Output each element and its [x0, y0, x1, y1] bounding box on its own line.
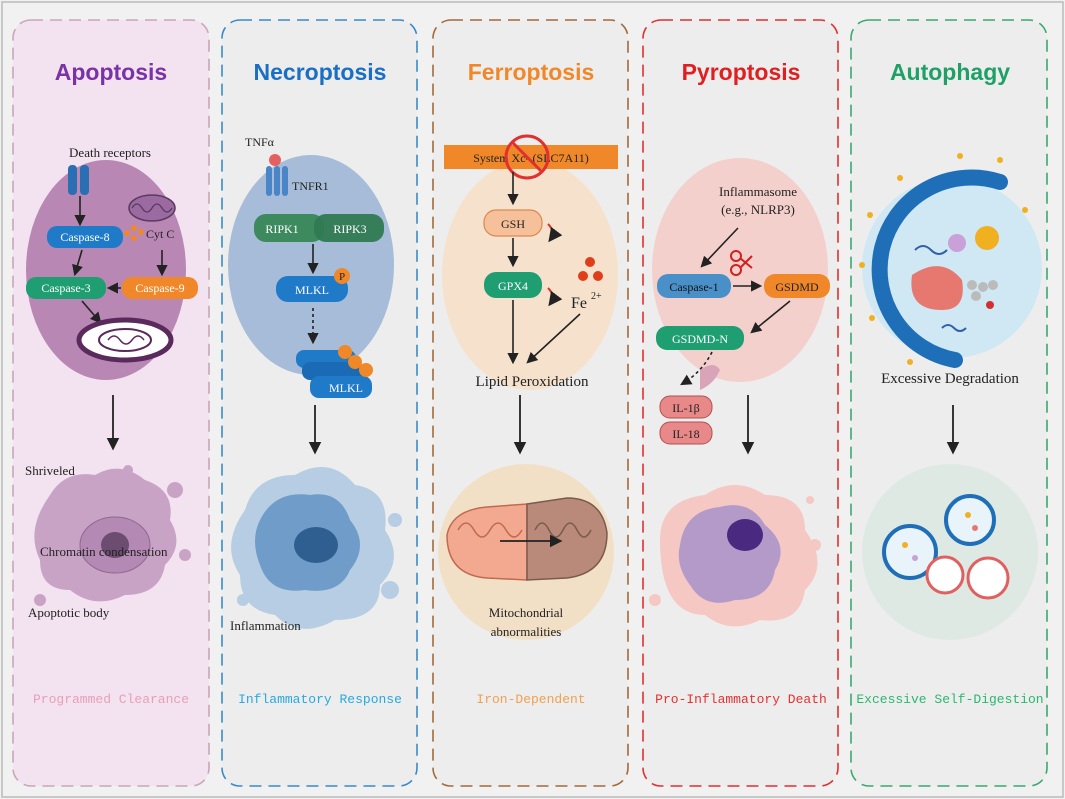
- panel-autophagy-title: Autophagy: [890, 59, 1010, 85]
- box-gsdmd-n: [656, 326, 744, 350]
- box-ripk3: [314, 214, 384, 242]
- label-gsdmd: GSDMD: [775, 280, 819, 294]
- label-tnfa: TNFα: [245, 135, 275, 149]
- label-caspase-8: Caspase-8: [60, 230, 109, 244]
- label-mlkl: MLKL: [295, 283, 329, 297]
- box-caspase-9: [122, 277, 198, 299]
- pyroptotic-cell-icon: [649, 485, 821, 627]
- death-receptor-icon: [68, 165, 89, 195]
- panel-ferroptosis: Ferroptosis System Xc- (SLC7A11) GSH GPX…: [432, 19, 629, 787]
- label-caspase-3: Caspase-3: [41, 281, 90, 295]
- box-caspase-1: [657, 274, 731, 298]
- label-system-xc: System Xc- (SLC7A11): [473, 151, 589, 165]
- arrow-gsdmd-gsdmdn: [750, 300, 791, 334]
- panel-autophagy-footer: Excessive Self-Digestion: [856, 692, 1043, 707]
- box-caspase-3: [26, 277, 106, 299]
- panel-necroptosis: Necroptosis TNFα TNFR1 RIPK1 RIPK3 MLKL …: [221, 19, 418, 787]
- label-inflammasome: Inflammasome: [719, 184, 797, 199]
- box-gsh: [483, 209, 543, 237]
- panel-necroptosis-footer: Inflammatory Response: [238, 692, 402, 707]
- box-gpx4: [484, 272, 542, 298]
- label-il1b: IL-1β: [672, 401, 699, 415]
- label-nlrp3: (e.g., NLRP3): [721, 202, 795, 217]
- label-fe: Fe: [571, 295, 587, 312]
- panel-pyroptosis-title: Pyroptosis: [682, 59, 801, 85]
- tnfr1-receptor-icon: [266, 154, 288, 196]
- box-il1b: [659, 395, 713, 419]
- panel-ferroptosis-title: Ferroptosis: [468, 59, 595, 85]
- label-lipid-peroxidation: Lipid Peroxidation: [476, 374, 589, 390]
- apoptotic-cell-icon: [34, 465, 191, 606]
- label-cyt-c: Cyt C: [146, 227, 174, 241]
- membrane-dots-icon: [859, 153, 1028, 365]
- condensed-nucleus-icon: [76, 317, 174, 363]
- label-apoptotic-body: Apoptotic body: [28, 605, 110, 620]
- box-mlkl: [276, 276, 348, 302]
- decrease-arrow-gsh: [547, 223, 563, 243]
- label-fe-charge: 2+: [591, 291, 602, 302]
- label-tnfr1: TNFR1: [292, 179, 329, 193]
- label-mito-2: abnormalities: [491, 624, 562, 639]
- arrow-casp3-nucleus: [81, 300, 102, 324]
- label-il18: IL-18: [672, 427, 699, 441]
- damaged-mitochondrion-icon: [446, 497, 608, 581]
- label-death-receptors: Death receptors: [69, 145, 151, 160]
- arrow-casp8-casp3: [72, 249, 83, 277]
- phospho-badge-icon: [334, 268, 350, 284]
- panel-apoptosis-footer: Programmed Clearance: [33, 692, 189, 707]
- label-mito-1: Mitochondrial: [489, 605, 564, 620]
- panel-ferroptosis-footer: Iron-Dependent: [476, 692, 585, 707]
- box-caspase-8: [47, 226, 123, 248]
- phagophore-membrane-icon: [871, 169, 1008, 368]
- label-mlkl-oligomer: MLKL: [329, 381, 363, 395]
- panel-pyroptosis: Pyroptosis Inflammasome (e.g., NLRP3) Ca…: [642, 19, 839, 787]
- inhibition-icon: [504, 134, 550, 180]
- label-caspase-9: Caspase-9: [135, 281, 184, 295]
- label-caspase-1: Caspase-1: [669, 280, 718, 294]
- mitochondrion-icon: [128, 194, 176, 222]
- panel-apoptosis-title: Apoptosis: [55, 59, 167, 85]
- scissors-icon: [730, 250, 753, 276]
- label-inflammation: Inflammation: [230, 618, 301, 633]
- arrow-fe-lipid: [526, 313, 581, 364]
- label-p: P: [339, 271, 345, 283]
- label-gpx4: GPX4: [498, 279, 528, 293]
- box-il18: [659, 421, 713, 445]
- label-shriveled: Shriveled: [25, 463, 75, 478]
- label-gsh: GSH: [501, 217, 525, 231]
- box-gsdmd: [764, 274, 830, 298]
- panel-pyroptosis-footer: Pro-Inflammatory Death: [655, 692, 827, 707]
- cargo-icons: [911, 226, 999, 332]
- box-system-xc: [444, 145, 618, 169]
- cyt-c-dots-icon: [124, 225, 144, 241]
- panel-autophagy: Autophagy Excessive Degradation: [850, 19, 1048, 787]
- label-gsdmd-n: GSDMD-N: [672, 332, 728, 346]
- label-ripk1: RIPK1: [265, 222, 298, 236]
- necrotic-cell-icon: [231, 467, 402, 629]
- autophagosome-backdrop: [862, 178, 1042, 358]
- panel-apoptosis: Apoptosis Death receptors Cyt C Caspase-…: [12, 19, 210, 787]
- arrow-inflammasome-casp1: [700, 227, 739, 268]
- mlkl-oligomer-icon: [296, 345, 373, 398]
- autolysosome-icon: [882, 494, 1010, 600]
- label-ripk3: RIPK3: [333, 222, 366, 236]
- pore-icon: [700, 365, 720, 390]
- box-ripk1: [254, 214, 324, 242]
- panel-apoptosis-frame: [12, 19, 210, 787]
- decrease-arrow-gpx4: [547, 287, 563, 307]
- label-chromatin-condensation: Chromatin condensation: [40, 544, 168, 559]
- iron-dots-icon: [578, 257, 603, 281]
- label-excessive-degradation: Excessive Degradation: [881, 371, 1019, 387]
- panel-autophagy-frame: [850, 19, 1048, 787]
- panel-necroptosis-title: Necroptosis: [254, 59, 387, 85]
